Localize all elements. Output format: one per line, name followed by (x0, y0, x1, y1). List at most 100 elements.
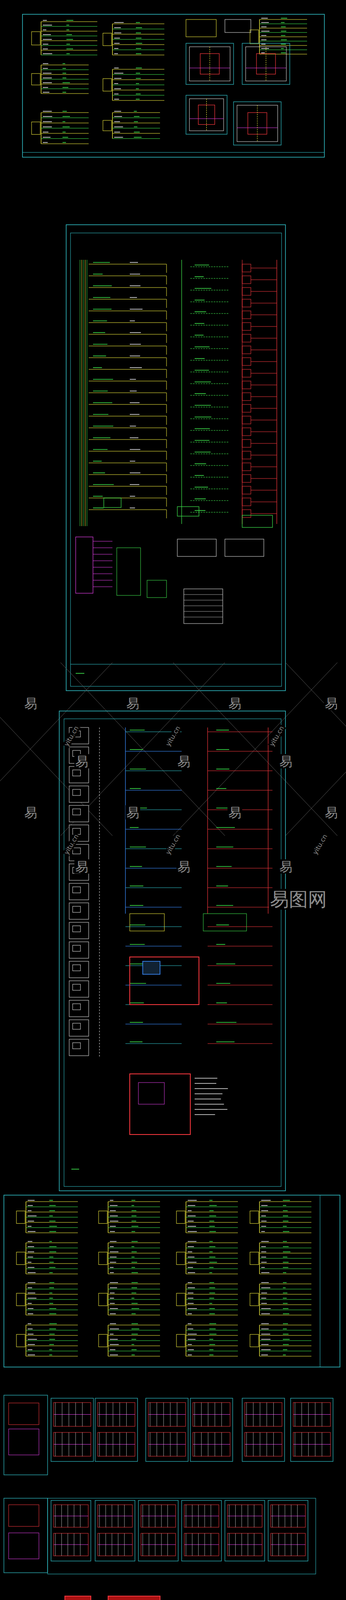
wire-line (261, 1198, 271, 1200)
wire-line (209, 1332, 217, 1333)
wire-line (42, 82, 52, 84)
wire-line (71, 1167, 80, 1169)
wire-line (135, 98, 140, 100)
wire-line (125, 906, 182, 907)
wire-line (131, 1244, 135, 1246)
outline-rect (98, 1332, 108, 1346)
wire-line (42, 115, 53, 117)
outline-rect (148, 1400, 186, 1425)
wire-line (266, 1400, 267, 1425)
wire-line (27, 1255, 34, 1256)
wire-line (209, 1219, 215, 1221)
outline-rect (244, 1430, 282, 1455)
wire-line (92, 547, 113, 548)
wire-line (82, 1400, 83, 1425)
wire-line (259, 1344, 312, 1345)
wire-line (109, 1249, 119, 1251)
wire-line (209, 1214, 217, 1215)
wire-line (49, 1301, 54, 1303)
outline-rect (242, 514, 273, 527)
wire-line (41, 64, 89, 66)
wire-line (62, 126, 71, 128)
wire-line (55, 1430, 56, 1455)
wire-line (131, 1239, 138, 1241)
wire-line (88, 310, 167, 311)
wire-line (88, 298, 167, 300)
wire-line (73, 1531, 75, 1554)
wire-line (216, 826, 235, 827)
wire-line (282, 1321, 289, 1323)
wire-line (261, 48, 270, 49)
outline-rect (192, 1430, 231, 1455)
wire-line (142, 1531, 144, 1554)
wire-line (148, 1502, 150, 1526)
wire-line (114, 72, 124, 74)
wire-line (187, 1296, 194, 1298)
wire-line (270, 1514, 306, 1515)
wire-line (192, 1531, 193, 1554)
wire-line (134, 115, 140, 117)
wire-line (190, 289, 230, 291)
wire-line (135, 22, 141, 23)
watermark-holder: 易 (176, 858, 192, 873)
wire-line (259, 1333, 312, 1335)
wire-line (92, 261, 110, 263)
wire-line (259, 1231, 312, 1232)
wire-line (209, 1296, 215, 1298)
wire-line (109, 1311, 116, 1313)
wire-line (216, 845, 234, 847)
wire-line (129, 378, 136, 380)
wire-line (80, 1502, 81, 1526)
wire-line (321, 1400, 323, 1425)
wire-line (261, 17, 268, 19)
watermark-text: 易 (125, 804, 141, 819)
wire-line (163, 1400, 164, 1425)
wire-line (88, 509, 167, 510)
wire-line (109, 1352, 119, 1354)
wire-line (166, 392, 167, 401)
wire-line (129, 320, 135, 321)
wire-line (61, 1502, 62, 1526)
watermark-holder: 易 (227, 804, 243, 819)
wire-line (129, 355, 141, 356)
wire-line (250, 326, 277, 327)
watermark-holder: yitu.cn (163, 831, 183, 856)
wire-line (62, 86, 69, 88)
wire-line (148, 1442, 186, 1443)
wire-line (66, 38, 74, 40)
wire-line (185, 1210, 238, 1211)
wire-line (166, 509, 167, 518)
wire-line (282, 1265, 289, 1267)
wire-line (125, 789, 182, 790)
wire-line (112, 1400, 114, 1425)
wire-line (282, 1260, 289, 1262)
outline-rect (98, 1250, 108, 1264)
wire-line (187, 1208, 192, 1210)
wire-line (25, 1303, 78, 1304)
watermark-text: 易 (23, 804, 39, 819)
wire-line (194, 1400, 196, 1425)
wire-line (109, 1301, 115, 1303)
wire-line (187, 1337, 196, 1339)
wire-line (66, 53, 71, 55)
wire-line (261, 1285, 271, 1287)
outline-rect (31, 31, 41, 45)
wire-line (154, 1502, 156, 1526)
outline-rect (72, 1021, 81, 1029)
wire-line (156, 1430, 157, 1455)
wire-line (227, 1542, 263, 1544)
wire-line (22, 152, 325, 153)
wire-line (216, 767, 230, 769)
wire-line (150, 1430, 151, 1455)
wire-line (42, 110, 52, 112)
outline-rect (242, 403, 251, 412)
wire-line (167, 1502, 168, 1526)
wire-line (109, 1337, 118, 1339)
wire-line (208, 1430, 209, 1455)
outline-rect (98, 1209, 108, 1223)
wire-line (250, 267, 277, 269)
wire-line (209, 1224, 215, 1226)
wire-line (68, 1400, 70, 1425)
wire-line (207, 847, 273, 849)
